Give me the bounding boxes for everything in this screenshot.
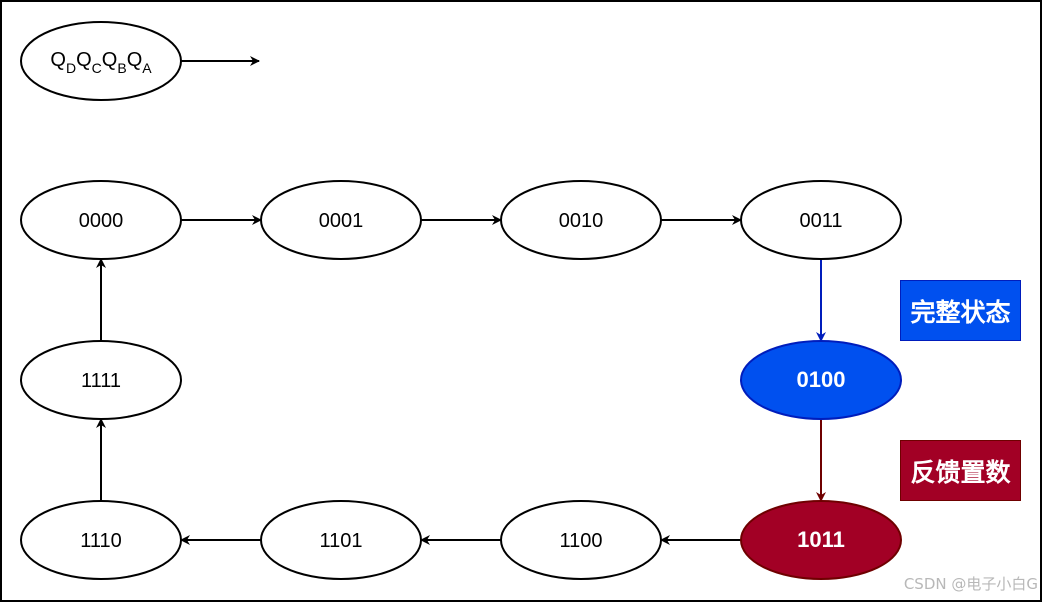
header-part-0-sub: D [66, 60, 76, 76]
header-part-3-sub: A [142, 60, 152, 76]
state-node-1011: 1011 [740, 500, 902, 580]
state-ellipse-1111 [20, 340, 182, 420]
state-label-1101: 1101 [319, 530, 362, 552]
header-part-2-main: Q [102, 49, 118, 71]
state-ellipse-0000 [20, 180, 182, 260]
state-node-1110: 1110 [20, 500, 182, 580]
state-node-0001: 0001 [260, 180, 422, 260]
state-label-1110: 1110 [80, 530, 122, 552]
watermark: CSDN @电子小白G [903, 575, 1038, 593]
header-part-3-main: Q [127, 49, 143, 71]
state-node-0010: 0010 [500, 180, 662, 260]
state-label-1100: 1100 [559, 530, 602, 552]
header-state-node: QDQCQBQA [20, 21, 260, 101]
state-node-1100: 1100 [500, 500, 662, 580]
state-ellipse-1101 [260, 500, 422, 580]
state-node-1111: 1111 [20, 340, 182, 420]
state-ellipse-0011 [740, 180, 902, 260]
state-ellipse-1011 [740, 500, 902, 580]
header-part-0-main: Q [50, 49, 66, 71]
state-nodes: 0000 0001 0010 0011 0100 1011 1100 1101 1110 1111 [20, 180, 902, 580]
state-ellipse-1100 [500, 500, 662, 580]
header-part-1-sub: C [92, 60, 102, 76]
state-ellipse-1110 [20, 500, 182, 580]
state-ellipse-0001 [260, 180, 422, 260]
state-label-0010: 0010 [559, 210, 604, 232]
state-label-0100: 0100 [797, 367, 846, 392]
header-part-1-main: Q [76, 49, 92, 71]
state-label-0001: 0001 [319, 210, 364, 232]
state-ellipse-0010 [500, 180, 662, 260]
state-label-1011: 1011 [797, 527, 845, 552]
state-ellipse-0100 [740, 340, 902, 420]
header-node-label: QDQCQBQA [50, 49, 152, 76]
state-label-1111: 1111 [81, 370, 121, 392]
state-label-0011: 0011 [799, 210, 842, 232]
legend-feedback-preset: 反馈置数 [900, 440, 1021, 501]
state-node-0011: 0011 [740, 180, 902, 260]
transition-arrows [96, 215, 826, 545]
state-label-0000: 0000 [79, 210, 124, 232]
legend-complete-state: 完整状态 [900, 280, 1021, 341]
state-node-0000: 0000 [20, 180, 182, 260]
state-node-0100: 0100 [740, 340, 902, 420]
state-node-1101: 1101 [260, 500, 422, 580]
header-part-2-sub: B [117, 60, 126, 76]
